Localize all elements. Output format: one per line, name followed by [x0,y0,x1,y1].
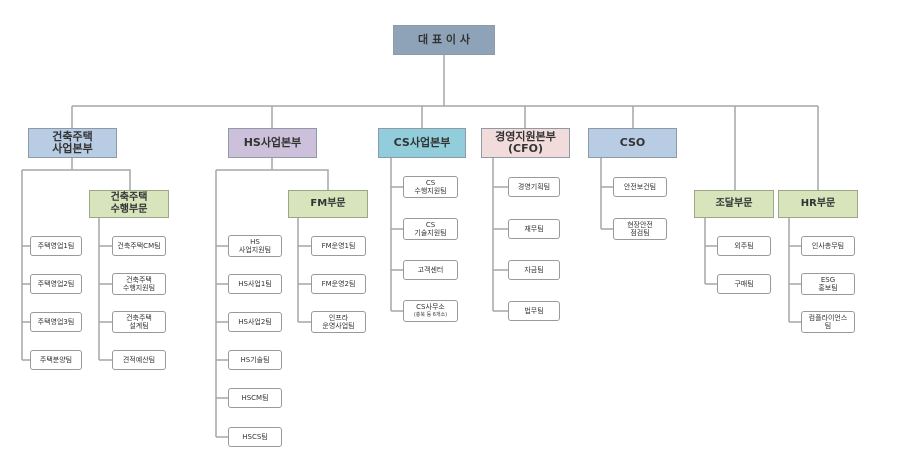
team-box: 안전보건팀 [613,177,667,197]
team-box: HSCS팀 [228,427,282,447]
team-box: 인프라 운영사업팀 [311,311,366,333]
division-architecture-housing: 건축주택 사업본부 [28,128,117,158]
division-cs: CS사업본부 [378,128,466,158]
team-box: 건축주택 수행지원팀 [112,273,166,295]
team-box: 견적예산팀 [112,350,166,370]
team-box: 건축주택 설계팀 [112,311,166,333]
team-box: 구매팀 [717,274,771,294]
team-box: 재무팀 [508,219,560,239]
team-box: 경영기획팀 [508,177,560,197]
sub-architecture-execution: 건축주택 수행부문 [89,190,169,218]
division-procurement: 조달부문 [694,190,774,218]
team-box: CS 기술지원팀 [403,218,458,240]
team-box: 주택분양팀 [30,350,82,370]
team-box: HS사업1팀 [228,274,282,294]
team-label: CS사무소 [416,303,445,311]
division-hs: HS사업본부 [228,128,317,158]
sub-fm: FM부문 [288,190,368,218]
team-box: ESG 홍보팀 [801,273,855,295]
team-box-cs-office: CS사무소 (충북 등 6개소) [403,300,458,322]
team-box: HS기술팀 [228,350,282,370]
team-box: 현장안전 점검팀 [613,218,667,240]
team-box: 컴플라이언스 팀 [801,311,855,333]
team-box: CS 수행지원팀 [403,176,458,198]
team-box: FM운영2팀 [311,274,366,294]
team-box: 고객센터 [403,260,458,280]
division-cfo: 경영지원본부 (CFO) [481,128,570,158]
team-box: HS사업2팀 [228,312,282,332]
team-box: 외주팀 [717,236,771,256]
team-box: 주택영업2팀 [30,274,82,294]
team-box: FM운영1팀 [311,236,366,256]
division-hr: HR부문 [778,190,858,218]
team-note: (충북 등 6개소) [413,312,448,318]
team-box: 건축주택CM팀 [112,236,166,256]
team-box: HS 사업지원팀 [228,235,282,257]
team-box: 주택영업3팀 [30,312,82,332]
division-cso: CSO [588,128,677,158]
ceo-box: 대 표 이 사 [393,25,495,55]
team-box: 인사총무팀 [801,236,855,256]
team-box: 자금팀 [508,260,560,280]
team-box: HSCM팀 [228,388,282,408]
team-box: 법무팀 [508,301,560,321]
team-box: 주택영업1팀 [30,236,82,256]
